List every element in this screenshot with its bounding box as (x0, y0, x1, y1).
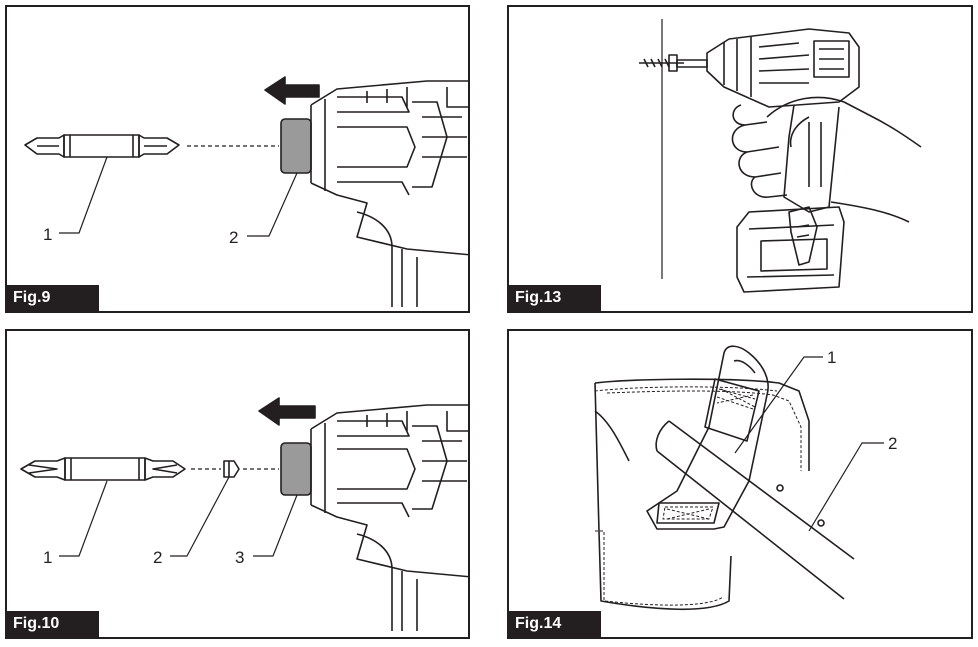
impact-driver-icon (706, 28, 860, 293)
figure-label: Fig.10 (7, 611, 99, 637)
callout-2: 2 (229, 228, 238, 247)
belt-icon (655, 420, 855, 600)
figure-label: Fig.13 (509, 285, 601, 311)
drill-head-icon (310, 404, 468, 631)
callout-2: 2 (153, 548, 162, 567)
figure-panel-fig13: Fig.13 (507, 5, 973, 313)
callout-3: 3 (235, 548, 244, 567)
belt-clip-icon (788, 206, 818, 266)
figure-panel-fig14: 1 2 Fig.14 (507, 329, 973, 639)
sleeve-icon (280, 118, 312, 174)
callout-1: 1 (827, 348, 836, 367)
callout-1: 1 (43, 548, 52, 567)
fig10-illustration: 1 2 3 (20, 397, 468, 631)
strap-icon (646, 345, 769, 530)
figure-label: Fig.14 (509, 611, 601, 637)
figure-panel-fig10: 1 2 3 Fig.10 (5, 329, 470, 639)
direction-arrow-icon (258, 397, 316, 426)
bit-icon (20, 457, 186, 481)
fig14-illustration: 1 2 (594, 345, 897, 611)
direction-arrow-icon (264, 76, 320, 105)
hand-icon (731, 96, 922, 223)
sleeve-icon (280, 442, 312, 496)
figure-label: Fig.9 (7, 285, 99, 311)
drill-head-icon (310, 80, 468, 307)
bit-piece-icon (223, 460, 240, 478)
callout-2: 2 (888, 434, 897, 453)
callout-1: 1 (43, 225, 52, 244)
figure-panel-fig9: 1 2 Fig.9 (5, 5, 470, 313)
fig9-illustration: 1 2 (24, 76, 468, 307)
holster-icon (594, 378, 810, 611)
screw-icon (639, 54, 708, 72)
fig13-illustration (639, 19, 922, 293)
bit-icon (24, 134, 180, 158)
